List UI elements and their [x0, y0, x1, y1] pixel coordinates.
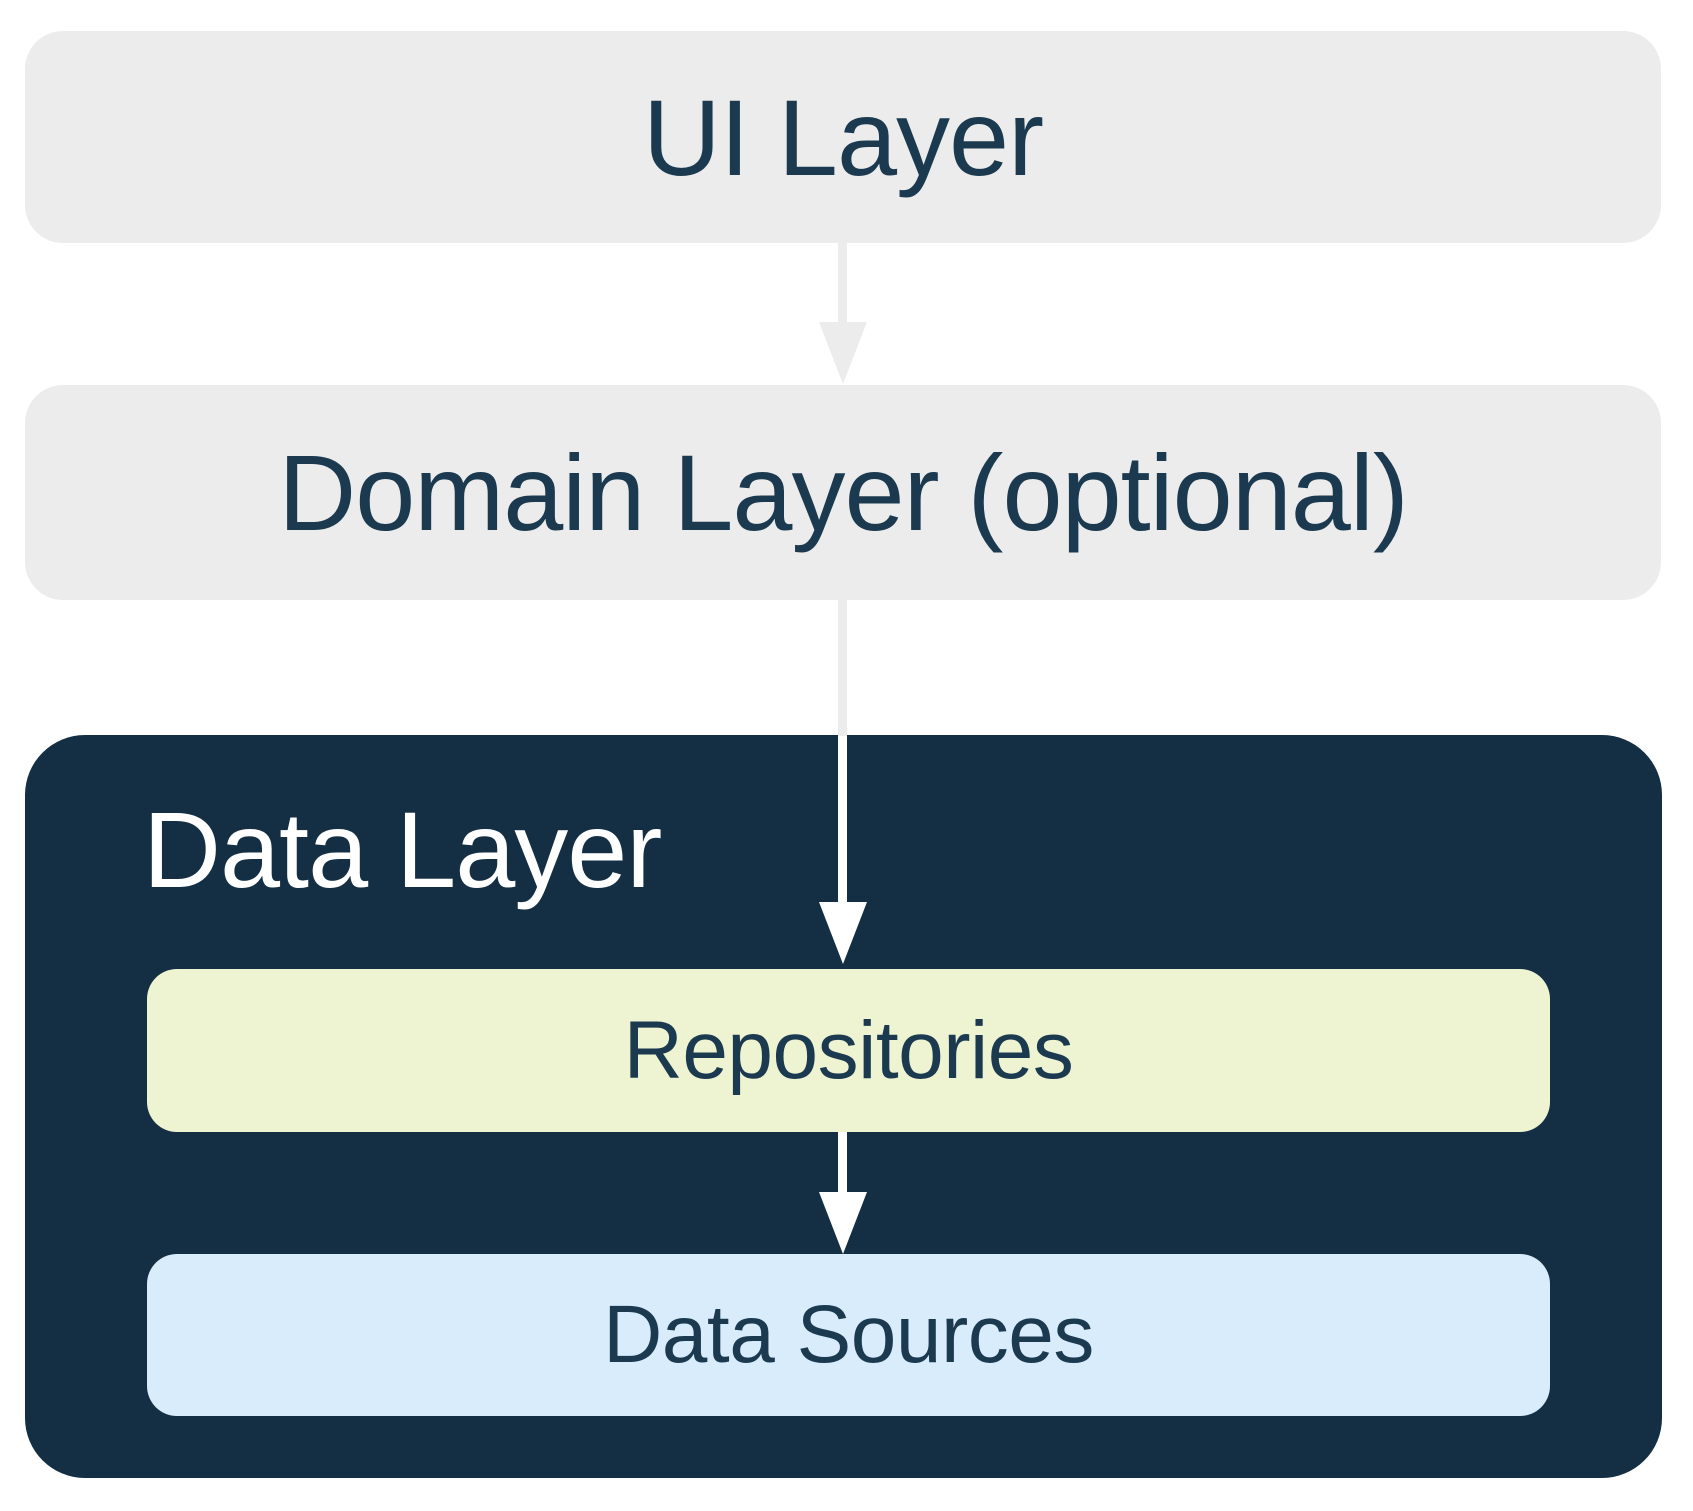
data-sources-label: Data Sources	[603, 1289, 1094, 1380]
arrow-domain-to-repositories-shaft-gray	[838, 600, 847, 736]
arrow-ui-to-domain-shaft	[838, 243, 847, 323]
arrow-domain-to-repositories-shaft-white	[838, 736, 847, 904]
data-layer-label: Data Layer	[143, 789, 662, 910]
arrow-repositories-to-data-sources-shaft	[838, 1132, 847, 1194]
repositories-box: Repositories	[147, 969, 1550, 1132]
arrow-ui-to-domain-head-icon	[819, 322, 867, 384]
arrow-domain-to-repositories-head-icon	[819, 902, 867, 964]
domain-layer-label: Domain Layer (optional)	[278, 432, 1409, 553]
domain-layer-box: Domain Layer (optional)	[25, 385, 1661, 600]
data-sources-box: Data Sources	[147, 1254, 1550, 1416]
repositories-label: Repositories	[623, 1004, 1074, 1096]
arrow-repositories-to-data-sources-head-icon	[819, 1192, 867, 1254]
ui-layer-label: UI Layer	[642, 76, 1044, 198]
ui-layer-box: UI Layer	[25, 31, 1661, 243]
